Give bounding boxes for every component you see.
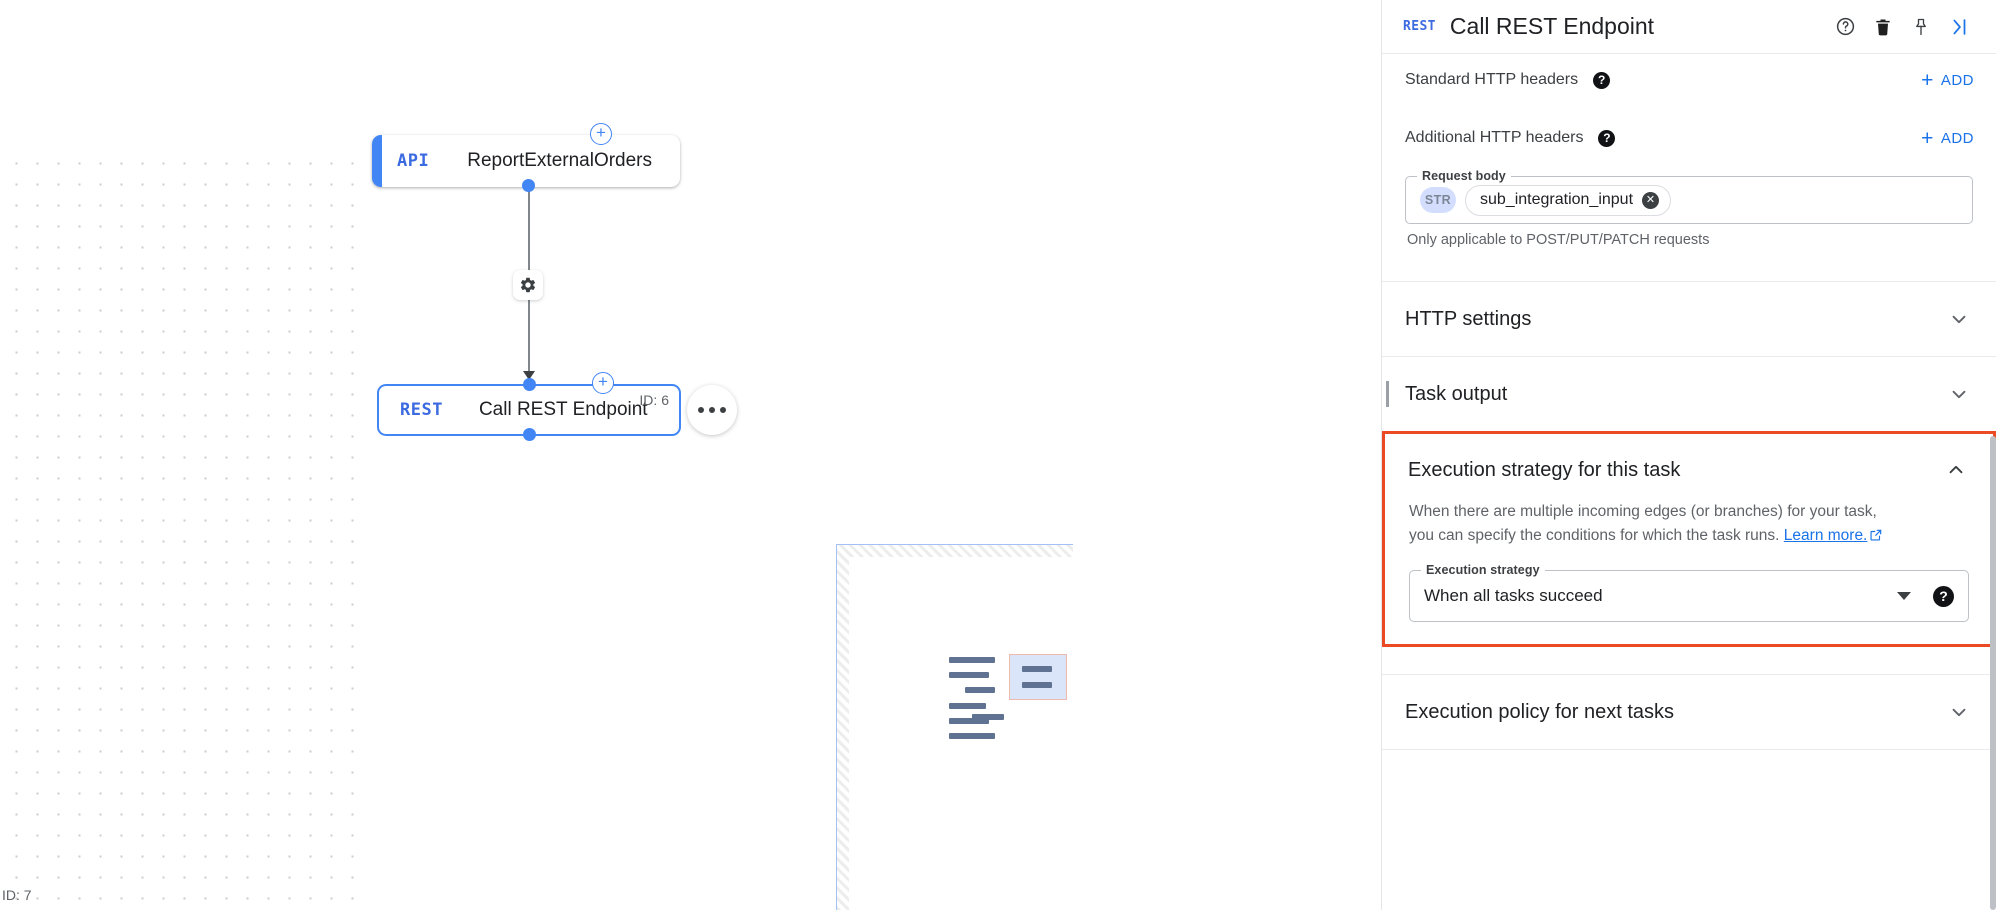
variable-chip[interactable]: sub_integration_input ✕: [1465, 184, 1672, 216]
external-link-icon[interactable]: [1869, 526, 1883, 550]
chevron-down-icon[interactable]: [1948, 383, 1970, 405]
section-title: HTTP settings: [1405, 307, 1532, 330]
trash-icon[interactable]: [1864, 8, 1902, 46]
edge-arrowhead: [523, 371, 535, 380]
section-execution-policy[interactable]: Execution policy for next tasks: [1382, 675, 1996, 749]
section-marker: [1386, 381, 1389, 407]
additional-http-headers-row: Additional HTTP headers ? + ADD: [1382, 106, 1996, 170]
variable-type-chip: STR: [1420, 187, 1456, 213]
node-accent-bar: [372, 135, 382, 187]
standard-http-headers-label: Standard HTTP headers: [1405, 71, 1579, 88]
help-icon[interactable]: ?: [1933, 585, 1954, 607]
divider: [1382, 356, 1996, 357]
add-label: ADD: [1940, 71, 1974, 89]
close-icon[interactable]: ✕: [1642, 191, 1660, 209]
canvas-side-card[interactable]: [836, 544, 1073, 910]
ellipsis-icon: [709, 407, 715, 413]
request-body-helper-text: Only applicable to POST/PUT/PATCH reques…: [1407, 232, 1710, 248]
help-circle-icon[interactable]: [1826, 8, 1864, 46]
section-title: Execution strategy for this task: [1408, 458, 1681, 481]
add-additional-header-button[interactable]: + ADD: [1921, 126, 1974, 150]
add-label: ADD: [1940, 129, 1974, 147]
plus-icon: +: [1921, 68, 1934, 92]
divider: [1382, 281, 1996, 282]
help-icon[interactable]: ?: [1593, 71, 1611, 89]
workflow-canvas[interactable]: API ReportExternalOrders + REST Call RES…: [0, 0, 1381, 910]
standard-http-headers-row: Standard HTTP headers ? + ADD: [1382, 54, 1996, 106]
divider: [1382, 749, 1996, 750]
description-line-2: you can specify the conditions for which…: [1409, 527, 1780, 544]
request-body-legend: Request body: [1417, 169, 1511, 183]
node-api-report-external-orders[interactable]: API ReportExternalOrders: [372, 135, 680, 187]
add-standard-header-button[interactable]: + ADD: [1921, 68, 1974, 92]
node-title: Call REST Endpoint: [478, 399, 648, 420]
node-type-badge: API: [397, 151, 430, 171]
gear-icon: [520, 277, 536, 293]
ellipsis-icon: [720, 407, 726, 413]
chevron-down-icon[interactable]: [1897, 592, 1911, 600]
node-type-badge: REST: [400, 400, 443, 420]
add-node-button-top[interactable]: +: [590, 123, 612, 145]
learn-more-link[interactable]: Learn more.: [1783, 527, 1868, 544]
page-title: Call REST Endpoint: [1449, 13, 1655, 39]
execution-strategy-legend: Execution strategy: [1421, 563, 1545, 577]
chevron-down-icon[interactable]: [1948, 701, 1970, 723]
ellipsis-icon: [698, 407, 704, 413]
panel-scrollbar[interactable]: [1990, 436, 1996, 910]
node-output-port[interactable]: [523, 428, 536, 441]
edge-gear-button[interactable]: [513, 270, 543, 300]
request-body-field[interactable]: Request body STR sub_integration_input ✕: [1405, 169, 1973, 224]
section-task-output[interactable]: Task output: [1382, 357, 1996, 431]
node-title: ReportExternalOrders: [467, 150, 653, 171]
divider: [1382, 674, 1996, 675]
chevron-down-icon[interactable]: [1948, 308, 1970, 330]
panel-header: REST Call REST Endpoint: [1382, 0, 1996, 54]
description-line-1: When there are multiple incoming edges (…: [1409, 503, 1877, 520]
section-title: Execution policy for next tasks: [1405, 700, 1675, 723]
variable-name: sub_integration_input: [1480, 191, 1634, 208]
panel-type-badge: REST: [1403, 19, 1436, 34]
request-body-field-wrapper: Request body STR sub_integration_input ✕: [1405, 169, 1973, 224]
plus-icon: +: [1921, 126, 1934, 150]
execution-strategy-header[interactable]: Execution strategy for this task: [1385, 434, 1993, 500]
pin-icon[interactable]: [1902, 8, 1940, 46]
collapse-panel-icon[interactable]: [1940, 8, 1978, 46]
card-inner: [849, 557, 1073, 910]
chevron-up-icon[interactable]: [1945, 459, 1967, 481]
panel-body: Standard HTTP headers ? + ADD Additional…: [1382, 54, 1996, 750]
node-output-port[interactable]: [522, 179, 535, 192]
section-title: Task output: [1405, 382, 1508, 405]
additional-http-headers-label: Additional HTTP headers: [1405, 129, 1584, 146]
node-input-port[interactable]: [523, 378, 536, 391]
task-config-panel[interactable]: REST Call REST Endpoint: [1381, 0, 1996, 910]
canvas-node-id-partial: ID: 7: [2, 887, 32, 903]
node-id-label: ID: 6: [639, 392, 669, 408]
section-execution-strategy[interactable]: Execution strategy for this task When th…: [1382, 431, 1996, 647]
add-node-button-bottom[interactable]: +: [592, 372, 614, 394]
execution-strategy-value: When all tasks succeed: [1424, 586, 1603, 605]
execution-strategy-description: When there are multiple incoming edges (…: [1385, 500, 1945, 550]
help-icon[interactable]: ?: [1598, 129, 1616, 147]
node-more-menu-button[interactable]: [687, 385, 737, 435]
section-http-settings[interactable]: HTTP settings: [1382, 282, 1996, 356]
execution-strategy-select[interactable]: Execution strategy When all tasks succee…: [1409, 563, 1969, 622]
